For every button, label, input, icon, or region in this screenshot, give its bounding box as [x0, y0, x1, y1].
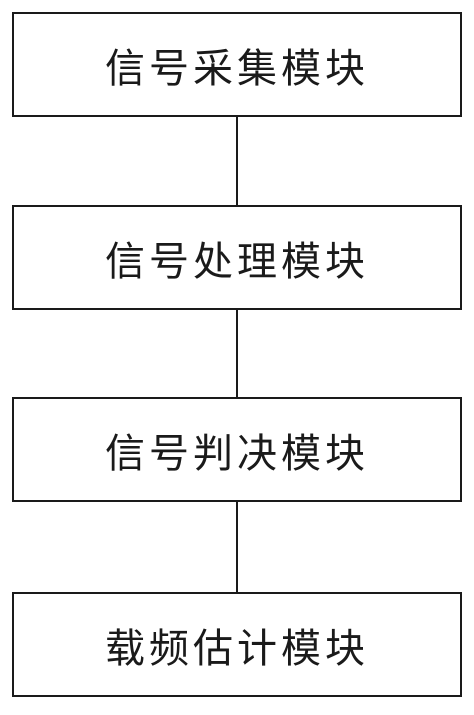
module-label-carrier-frequency-estimation: 载频估计模块 — [105, 625, 369, 672]
module-box-carrier-frequency-estimation: 载频估计模块 — [12, 592, 462, 697]
module-box-signal-processing: 信号处理模块 — [12, 205, 462, 310]
connector-line-1 — [236, 117, 238, 205]
module-box-signal-acquisition: 信号采集模块 — [12, 12, 462, 117]
module-box-signal-decision: 信号判决模块 — [12, 397, 462, 502]
module-label-signal-processing: 信号处理模块 — [105, 238, 369, 285]
module-label-signal-decision: 信号判决模块 — [105, 430, 369, 477]
module-label-signal-acquisition: 信号采集模块 — [105, 45, 369, 92]
connector-line-2 — [236, 310, 238, 397]
connector-line-3 — [236, 502, 238, 592]
